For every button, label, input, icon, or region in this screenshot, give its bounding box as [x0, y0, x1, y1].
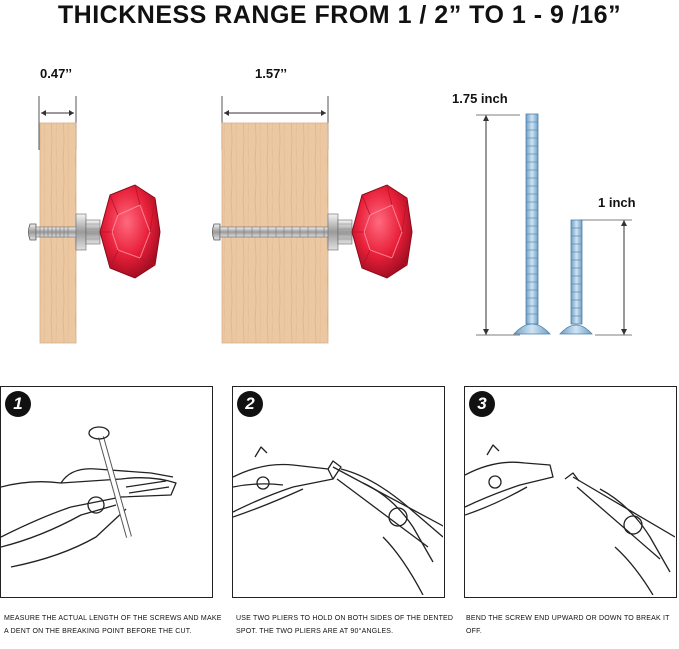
- step-2-number-badge: 2: [237, 391, 263, 417]
- short-screw-dimension: [580, 219, 632, 336]
- long-screw-dimension: [476, 114, 520, 336]
- red-crystal-knob-thin: [75, 184, 161, 279]
- step-1-number-badge: 1: [5, 391, 31, 417]
- short-blue-screw: [559, 219, 593, 335]
- step-2-panel: 2: [232, 386, 445, 598]
- step-2-caption: USE TWO PLIERS TO HOLD ON BOTH SIDES OF …: [236, 615, 454, 635]
- thin-board-thickness-label: 0.47’’: [40, 66, 73, 81]
- bend-screw-illustration: [465, 444, 675, 595]
- pliers-dent-illustration: [1, 426, 177, 568]
- step-3-number-badge: 3: [469, 391, 495, 417]
- step-1-panel: 1: [0, 386, 213, 598]
- step-1-caption: MEASURE THE ACTUAL LENGTH OF THE SCREWS …: [4, 615, 222, 635]
- step-3-panel: 3: [464, 386, 677, 598]
- long-screw-length-label: 1.75 inch: [452, 91, 508, 106]
- page-title: THICKNESS RANGE FROM 1 / 2” TO 1 - 9 /16…: [57, 1, 622, 29]
- knob-thickness-illustration: [28, 96, 632, 344]
- short-screw-length-label: 1 inch: [598, 195, 636, 210]
- thick-board-thickness-label: 1.57’’: [255, 66, 288, 81]
- long-blue-screw: [513, 113, 551, 335]
- two-pliers-illustration: [233, 446, 443, 595]
- thick-board-screw: [212, 223, 333, 241]
- red-crystal-knob-thick: [327, 184, 413, 279]
- step-3-caption: BEND THE SCREW END UPWARD OR DOWN TO BRE…: [466, 615, 670, 635]
